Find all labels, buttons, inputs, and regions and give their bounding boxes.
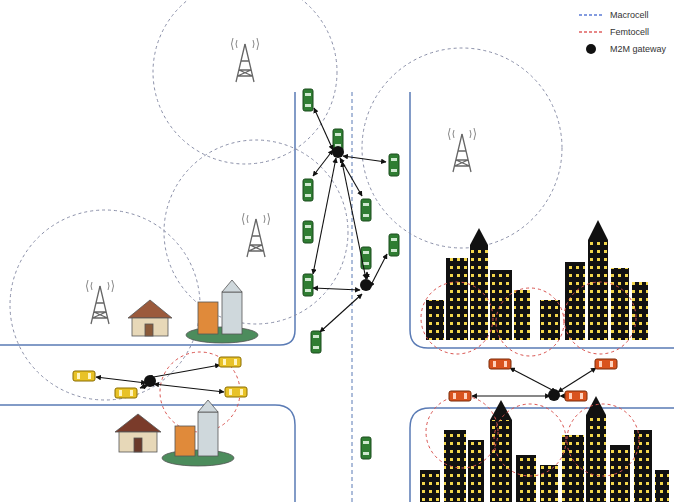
legend: MacrocellFemtocellM2M gateway [578, 6, 666, 57]
legend-sample [578, 43, 604, 55]
legend-text: Macrocell [610, 10, 649, 20]
legend-row: Femtocell [578, 23, 666, 40]
legend-sample [578, 9, 604, 21]
legend-text: Femtocell [610, 27, 649, 37]
legend-row: M2M gateway [578, 40, 666, 57]
legend-text: M2M gateway [610, 44, 666, 54]
legend-row: Macrocell [578, 6, 666, 23]
legend-sample [578, 26, 604, 38]
